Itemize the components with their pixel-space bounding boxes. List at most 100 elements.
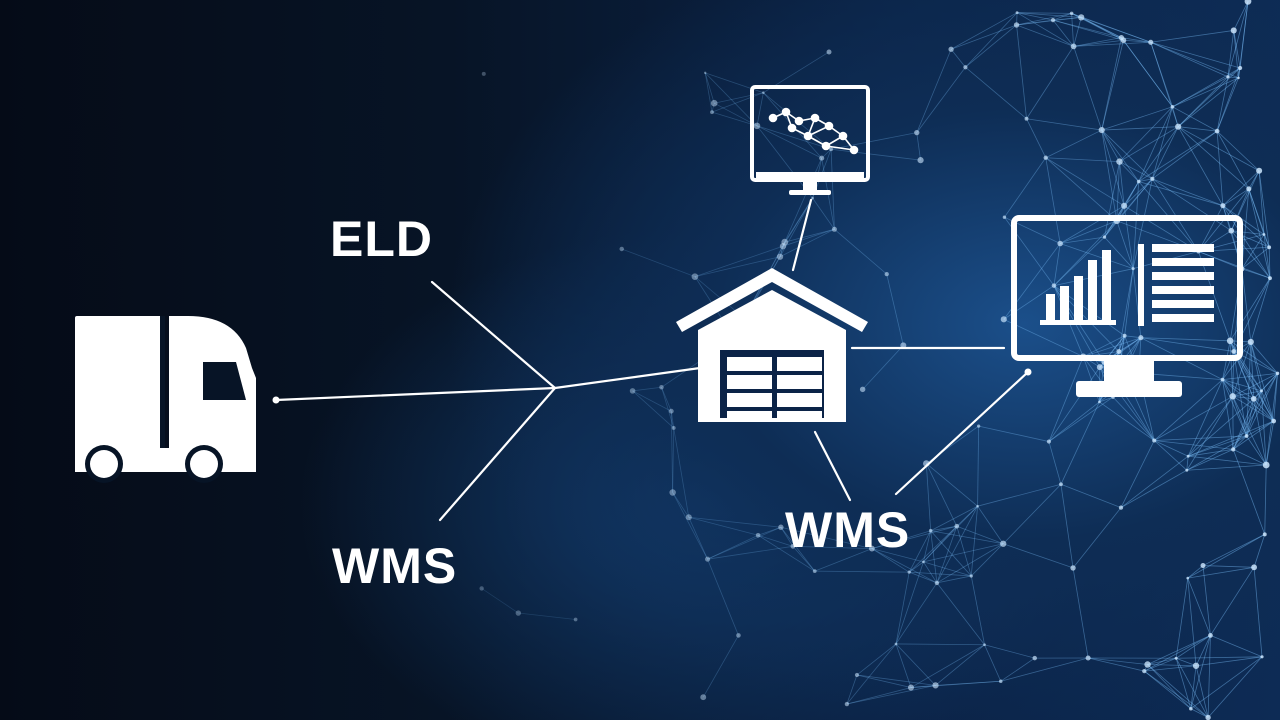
network-mesh-line [1003,318,1084,358]
network-mesh-line [779,228,835,258]
network-mesh-line [909,571,938,584]
network-mesh-line [1048,356,1084,442]
network-mesh-line [694,245,784,278]
network-mesh-line [1222,188,1250,207]
network-mesh-line [830,132,917,150]
network-mesh-line [1216,131,1224,206]
network-mesh-line [895,582,938,645]
network-mesh-line [1147,657,1177,665]
network-mesh-node [1244,0,1252,5]
network-mesh-line [1190,708,1209,718]
network-mesh-line [970,543,1004,577]
network-mesh-node [671,425,676,430]
network-mesh-line [784,228,835,243]
network-mesh-line [1138,181,1224,207]
network-mesh-node [1214,128,1220,134]
network-mesh-node [1226,337,1234,345]
network-mesh-line [1123,178,1153,207]
network-mesh-line [1045,129,1102,159]
network-mesh-line [1232,373,1278,450]
network-mesh-line [1222,205,1270,248]
warehouse-icon [676,268,868,422]
network-mesh-line [1088,657,1148,665]
network-mesh-line [956,505,978,527]
network-mesh-line [1222,205,1265,235]
network-mesh-line [1253,567,1263,657]
network-mesh-node [1057,240,1063,247]
network-mesh-line [856,674,936,686]
network-mesh-node [736,633,741,638]
network-mesh-node [1231,349,1237,354]
network-mesh-line [1153,440,1188,471]
network-mesh-line [1233,449,1267,466]
network-mesh-line [757,534,794,547]
network-mesh-line [694,256,781,278]
network-mesh-node [812,569,817,574]
network-mesh-node [977,424,981,428]
network-mesh-line [1172,67,1241,108]
network-mesh-line [977,505,1004,544]
connector-truck-hub [274,386,557,402]
network-mesh-line [1119,126,1179,162]
network-mesh-line [936,526,958,584]
network-mesh-node [983,643,986,647]
network-mesh-node [1228,227,1235,234]
label-eld: ELD [330,211,433,267]
network-mesh-line [834,229,888,275]
network-mesh-line [871,548,938,584]
network-mesh-line [1177,76,1229,127]
network-mesh-line [1060,401,1100,485]
network-mesh-line [1250,341,1255,399]
network-mesh-line [1016,19,1054,26]
network-mesh-line [782,228,835,247]
network-mesh-line [670,411,675,428]
network-mesh-line [1222,372,1278,380]
network-mesh-line [1177,67,1241,127]
network-mesh-line [1104,178,1153,238]
network-mesh-line [1273,373,1278,422]
network-mesh-line [1000,657,1035,682]
network-mesh-node [778,524,784,530]
network-mesh-line [1198,251,1231,341]
network-mesh-line [1052,13,1072,21]
network-mesh-line [1120,469,1187,508]
network-mesh-line [896,643,985,646]
network-mesh-line [1187,396,1234,457]
network-mesh-line [846,684,936,705]
network-mesh-line [1119,161,1153,180]
network-mesh-line [780,526,816,572]
network-mesh-line [1227,67,1241,78]
network-mesh-line [1101,129,1140,182]
network-mesh-node [685,514,692,521]
network-mesh-line [1187,379,1223,457]
network-mesh-line [1045,157,1061,244]
network-mesh-line [1152,130,1218,180]
network-mesh-line [895,643,912,688]
network-mesh-node [1131,267,1135,271]
network-mesh-line [1053,236,1105,286]
network-mesh-line [1116,178,1153,222]
network-mesh-node [1251,564,1257,571]
network-mesh-line [1081,16,1151,43]
network-mesh-line [930,525,957,532]
network-mesh-line [1233,30,1239,78]
network-mesh-line [1198,251,1242,270]
network-mesh-line [1000,657,1089,682]
network-mesh-line [1253,398,1267,466]
network-mesh-line [1190,635,1211,709]
network-mesh-line [1239,1,1249,68]
network-mesh-line [1152,178,1232,232]
network-mesh-line [1120,455,1189,508]
network-mesh-line [707,534,759,560]
network-mesh-line [1261,373,1278,392]
network-mesh-node [1122,333,1127,338]
network-mesh-node [1096,364,1103,371]
network-graph-icon [768,107,859,155]
network-mesh-line [871,530,931,549]
label-wms-right: WMS [785,502,911,558]
network-mesh-line [1052,19,1124,41]
network-mesh-line [1195,656,1263,667]
network-mesh-line [1101,106,1173,131]
network-mesh-line [1232,449,1266,535]
network-mesh-node [1170,104,1175,109]
